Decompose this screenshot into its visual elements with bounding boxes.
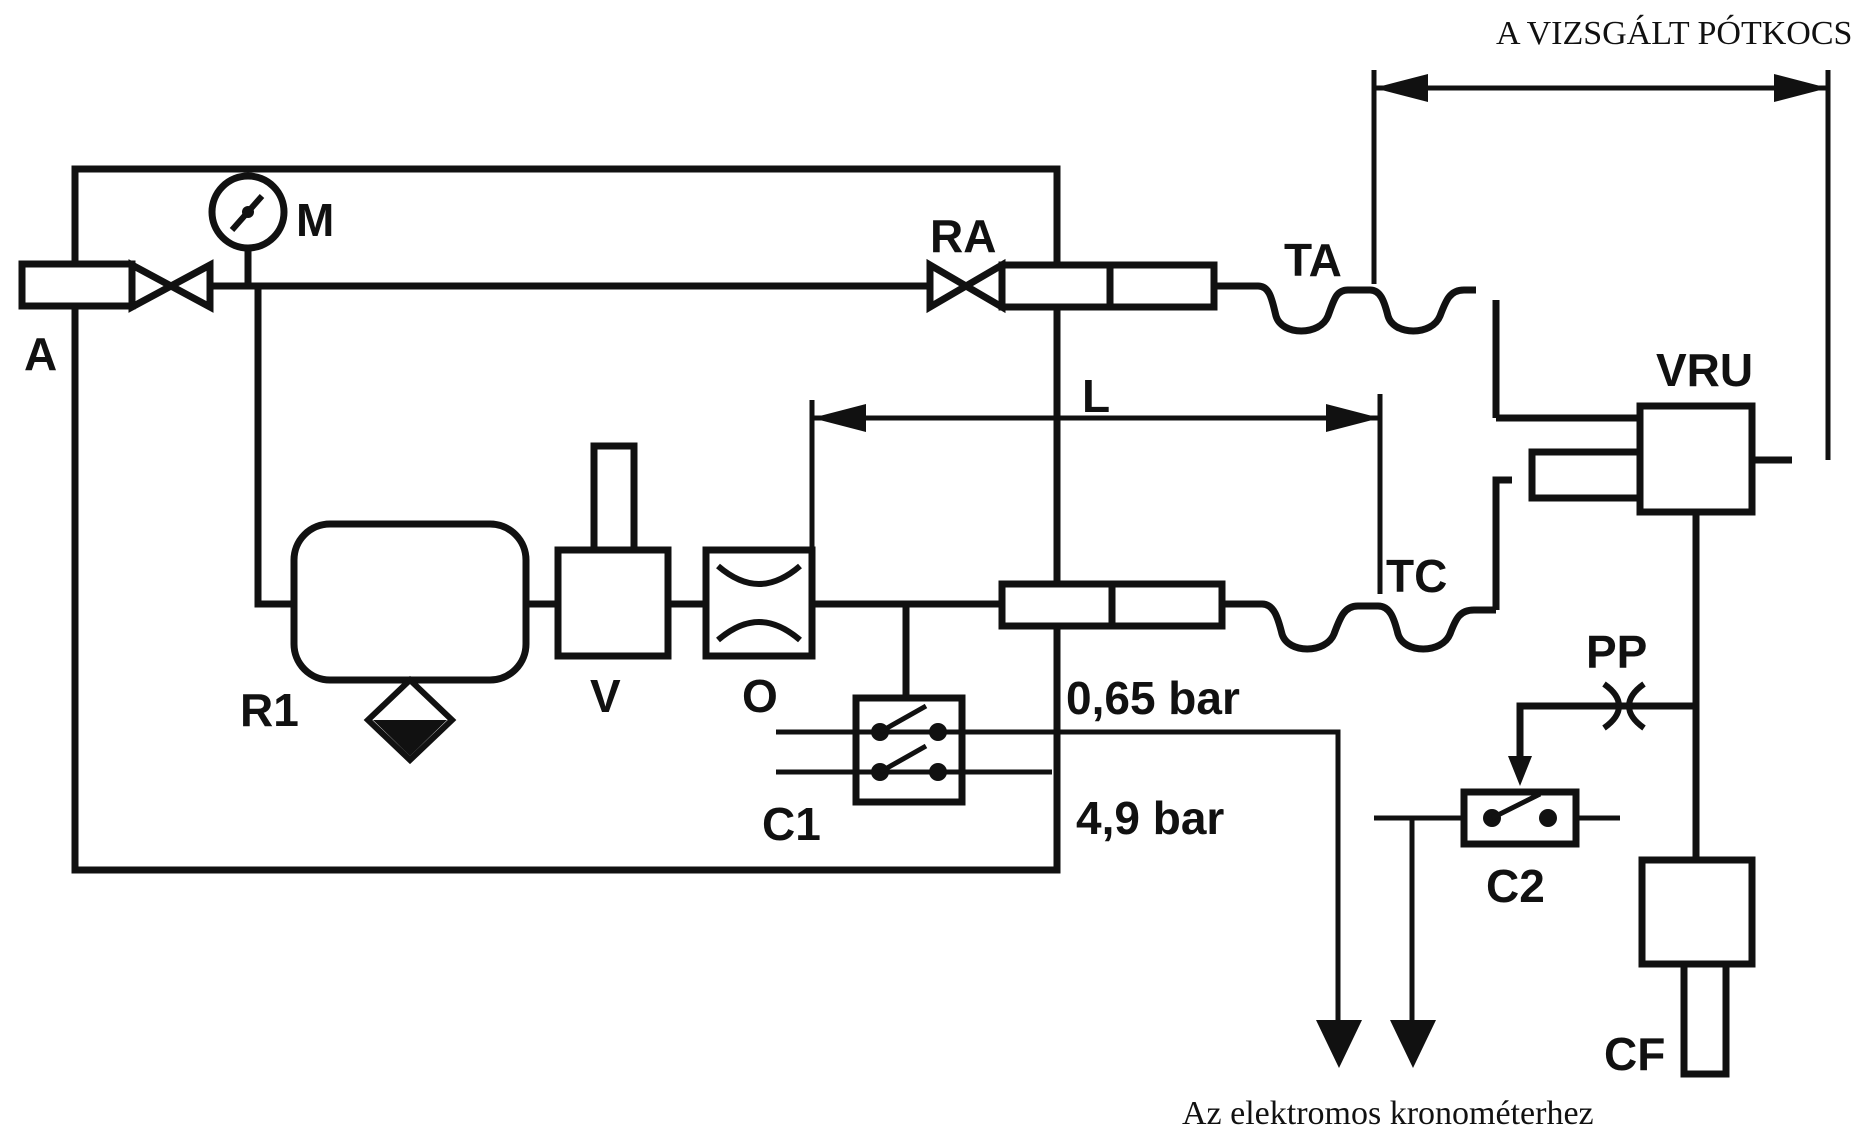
dimension-l: [809, 394, 1383, 594]
label-m: M: [296, 194, 334, 246]
pressure-switch-c2: [1444, 788, 1620, 848]
brake-chamber-cf: [1638, 856, 1756, 968]
reservoir-r1: [290, 520, 530, 684]
solenoid-valve-v: [554, 546, 672, 660]
label-v: V: [590, 670, 621, 722]
relay-valve-vru: [1636, 402, 1756, 516]
label-o: O: [742, 670, 778, 722]
label-pressure-low: 0,65 bar: [1066, 672, 1240, 724]
arrow-c2: [1508, 756, 1532, 786]
hose-ta: [1214, 282, 1476, 335]
label-ra: RA: [930, 210, 996, 262]
connector-a: [18, 260, 136, 310]
brake-chamber-rod: [1680, 960, 1730, 1078]
label-c2: C2: [1486, 860, 1545, 912]
hose-tc: [1222, 600, 1496, 653]
valve-a-icon: [128, 259, 214, 313]
arrow-chrono-1: [1316, 1020, 1362, 1068]
label-l: L: [1082, 370, 1110, 422]
label-c1: C1: [762, 798, 821, 850]
label-pp: PP: [1586, 626, 1647, 678]
caption-chronometer: Az elektromos kronométerhez: [1182, 1095, 1594, 1132]
pressure-switch-c1: [776, 694, 1052, 806]
caption-trailer: A VIZSGÁLT PÓTKOCSI: [1496, 14, 1851, 52]
manometer-icon: [208, 172, 288, 286]
arrow-chrono-2: [1390, 1020, 1436, 1068]
label-pressure-high: 4,9 bar: [1076, 792, 1224, 844]
label-tc: TC: [1386, 550, 1447, 602]
label-a: A: [24, 328, 57, 380]
test-bench-frame: [71, 165, 1061, 874]
reservoir-feed-line: [254, 286, 296, 608]
orifice-pp: [1602, 681, 1646, 731]
drain-valve-icon: [363, 675, 457, 765]
relay-valve-port: [1528, 448, 1644, 502]
label-cf: CF: [1604, 1028, 1665, 1080]
valve-ra-icon: [926, 258, 1006, 314]
orifice-o: [702, 546, 816, 660]
label-r1: R1: [240, 684, 299, 736]
label-vru: VRU: [1656, 344, 1753, 396]
label-ta: TA: [1284, 234, 1342, 286]
solenoid-valve-actuator: [590, 442, 638, 554]
wire-c1: [1052, 729, 1341, 1020]
dimension-trailer: [1371, 70, 1831, 460]
